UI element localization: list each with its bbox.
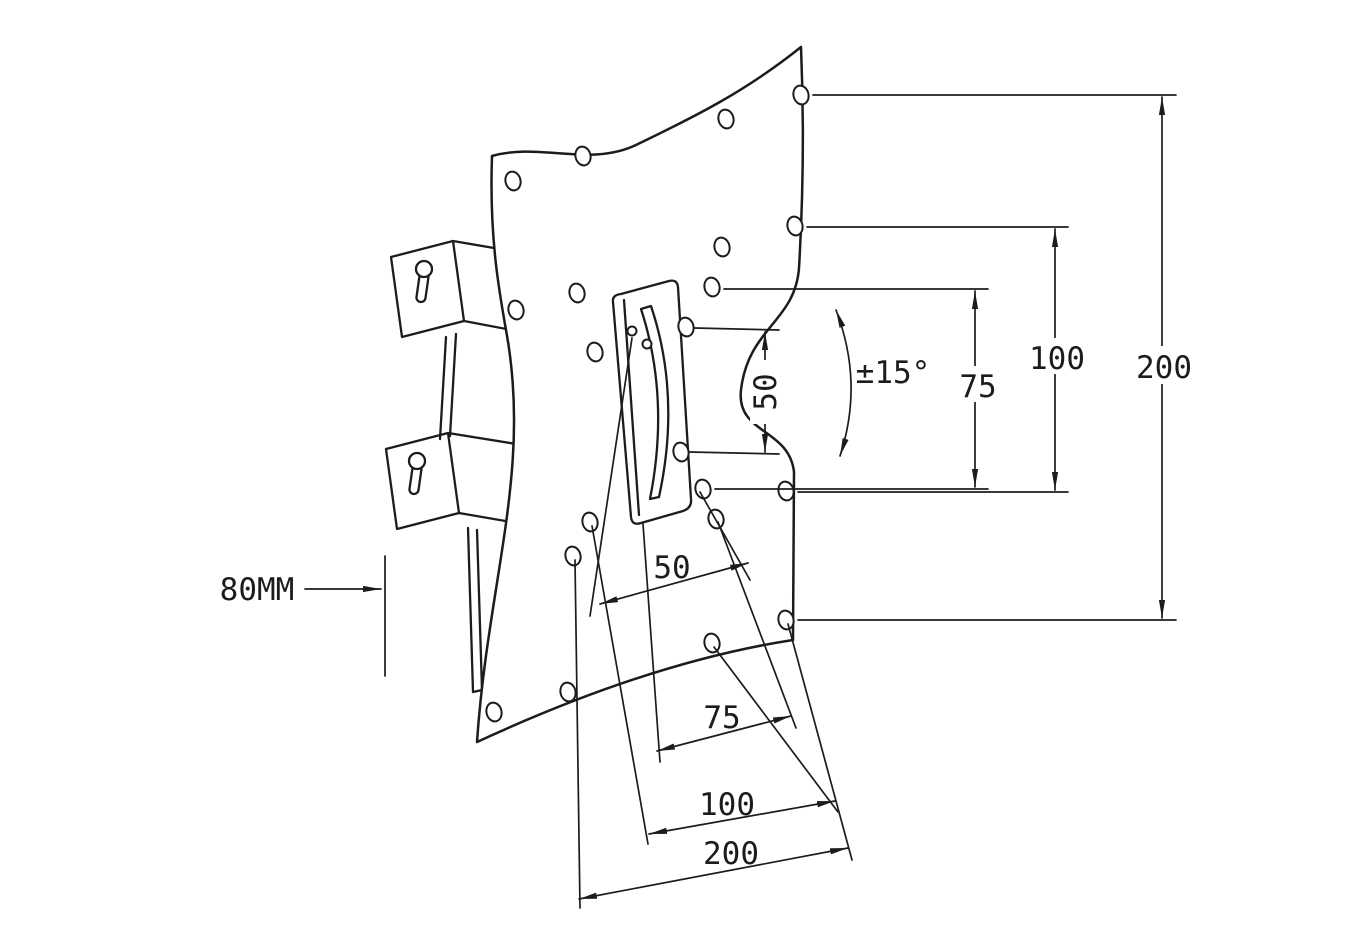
dim-height-75-label: 75 <box>959 369 996 405</box>
dim-width-100-label: 100 <box>699 787 755 823</box>
dimensions: 200 100 75 50 ±15° 8 <box>220 94 1194 909</box>
extension-line <box>797 94 1177 621</box>
dim-width-50-label: 50 <box>653 550 690 586</box>
label-mask <box>750 360 780 424</box>
dim-overall-width-label: 200 <box>703 836 759 872</box>
dimension-line <box>578 847 849 900</box>
wall-bracket <box>384 239 542 694</box>
vesa-hole <box>672 441 690 463</box>
bracket-hole <box>626 325 638 337</box>
vesa-hole <box>694 478 712 500</box>
vesa-hole <box>786 215 804 237</box>
bracket-hole <box>641 338 653 350</box>
tilt-bracket-outline <box>611 279 693 525</box>
dim-height-50-label: 50 <box>748 373 784 410</box>
vesa-hole <box>717 108 735 130</box>
vesa-hole <box>586 341 604 363</box>
keyhole-slot-upper <box>415 274 430 304</box>
label-mask <box>1026 338 1086 374</box>
vesa-hole <box>574 145 592 167</box>
dimension-line <box>599 562 749 605</box>
vesa-hole <box>703 632 721 654</box>
dim-tilt-angle: ±15° <box>835 309 931 457</box>
dim-height-100: 100 <box>797 226 1086 493</box>
bracket-slot <box>639 304 670 501</box>
dim-width-100: 100 <box>591 525 839 845</box>
lower-wall-tab <box>384 431 461 531</box>
dimension-line <box>656 715 792 752</box>
tilt-bracket-fold <box>622 298 641 517</box>
dim-wall-distance-label: 80MM <box>220 572 295 608</box>
wall-plate-edge-lower <box>466 526 484 694</box>
tilt-arc <box>835 309 852 457</box>
dim-wall-distance: 80MM <box>220 555 386 677</box>
keyhole-upper <box>414 259 434 279</box>
dim-overall-height-label: 200 <box>1136 350 1192 386</box>
dim-overall-height: 200 <box>797 94 1194 621</box>
dim-overall-width: 200 <box>574 559 853 909</box>
vesa-hole <box>504 170 522 192</box>
dim-height-50: 50 <box>689 327 784 455</box>
dim-width-50: 50 <box>589 337 751 617</box>
label-mask <box>1134 346 1194 384</box>
dimension-line <box>648 800 836 835</box>
extension-line <box>714 288 989 490</box>
keyhole-lower <box>407 451 427 471</box>
dim-width-75: 75 <box>642 521 797 763</box>
label-mask <box>954 366 998 402</box>
vesa-hole <box>677 316 695 338</box>
vesa-hole <box>777 609 795 631</box>
dim-height-75: 75 <box>714 288 998 490</box>
vesa-hole <box>559 681 577 703</box>
vesa-hole <box>507 299 525 321</box>
vesa-hole <box>485 701 503 723</box>
dim-width-75-label: 75 <box>703 700 740 736</box>
dim-tilt-angle-label: ±15° <box>856 355 931 391</box>
vesa-hole <box>792 84 810 106</box>
extension-line <box>689 327 780 455</box>
vesa-hole <box>713 236 731 258</box>
vesa-hole <box>568 282 586 304</box>
keyhole-slot-lower <box>408 466 423 496</box>
dim-height-100-label: 100 <box>1029 341 1085 377</box>
extension-line <box>591 525 839 845</box>
vesa-hole <box>703 276 721 298</box>
tilt-bracket <box>611 279 693 525</box>
extension-line <box>797 226 1069 493</box>
wall-plate-edge-mid <box>438 332 458 441</box>
